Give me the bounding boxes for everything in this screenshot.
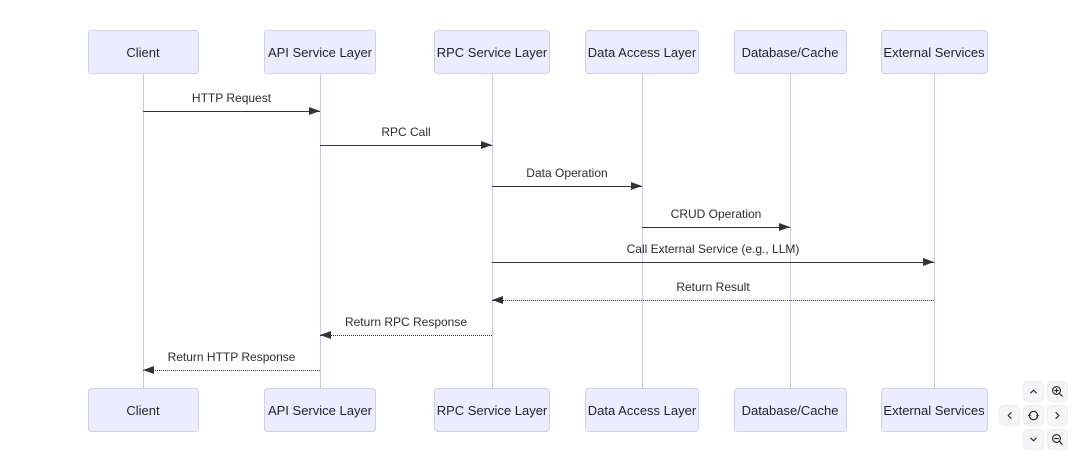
chevron-left-icon <box>1007 412 1012 419</box>
message-arrowhead <box>309 107 320 115</box>
message-label: Return HTTP Response <box>167 350 296 364</box>
message-line <box>320 145 492 146</box>
message-label: Call External Service (e.g., LLM) <box>626 242 800 256</box>
actor-bottom-box: Data Access Layer <box>585 388 699 432</box>
chevron-up-icon <box>1030 389 1037 394</box>
message-label: Return RPC Response <box>344 315 468 329</box>
message-line <box>642 227 790 228</box>
message-arrowhead <box>492 296 503 304</box>
message-line <box>320 335 492 336</box>
chevron-down-icon <box>1030 437 1037 442</box>
lifeline <box>641 74 643 388</box>
message-label: RPC Call <box>381 125 431 139</box>
message-line <box>143 111 320 112</box>
actor-top-box: RPC Service Layer <box>434 30 550 74</box>
pan-right-button[interactable] <box>1047 405 1068 426</box>
pan-up-button[interactable] <box>1023 381 1044 402</box>
actor-bottom-box: Client <box>87 388 199 432</box>
zoom-out-button[interactable] <box>1047 429 1068 450</box>
reset-view-button[interactable] <box>1023 405 1044 426</box>
message-arrowhead <box>631 182 642 190</box>
lifeline <box>491 74 493 388</box>
actor-bottom-box: Database/Cache <box>733 388 847 432</box>
message-label: HTTP Request <box>191 91 272 105</box>
zoom-out-icon <box>1052 434 1063 445</box>
actor-top-box: Data Access Layer <box>585 30 699 74</box>
pan-left-button[interactable] <box>999 405 1020 426</box>
message-line <box>143 370 320 371</box>
message-arrowhead <box>779 223 790 231</box>
zoom-in-icon <box>1052 386 1063 397</box>
chevron-right-icon <box>1055 412 1060 419</box>
message-arrowhead <box>320 331 331 339</box>
lifeline <box>319 74 321 388</box>
message-arrowhead <box>923 258 934 266</box>
pan-down-button[interactable] <box>1023 429 1044 450</box>
actor-top-box: External Services <box>880 30 988 74</box>
actor-bottom-box: External Services <box>880 388 988 432</box>
actor-top-box: Client <box>87 30 199 74</box>
message-label: Return Result <box>676 280 750 294</box>
message-line <box>492 186 642 187</box>
lifeline <box>933 74 935 388</box>
message-arrowhead <box>481 141 492 149</box>
actor-bottom-box: RPC Service Layer <box>434 388 550 432</box>
pan-zoom-controls <box>999 381 1068 450</box>
message-line <box>492 262 934 263</box>
lifeline <box>789 74 791 388</box>
message-label: CRUD Operation <box>670 207 762 221</box>
zoom-in-button[interactable] <box>1047 381 1068 402</box>
lifeline <box>142 74 144 388</box>
actor-top-box: Database/Cache <box>733 30 847 74</box>
actor-top-box: API Service Layer <box>264 30 376 74</box>
actor-bottom-box: API Service Layer <box>264 388 376 432</box>
message-arrowhead <box>143 366 154 374</box>
message-line <box>492 300 934 301</box>
message-label: Data Operation <box>526 166 608 180</box>
reset-icon <box>1028 410 1039 421</box>
